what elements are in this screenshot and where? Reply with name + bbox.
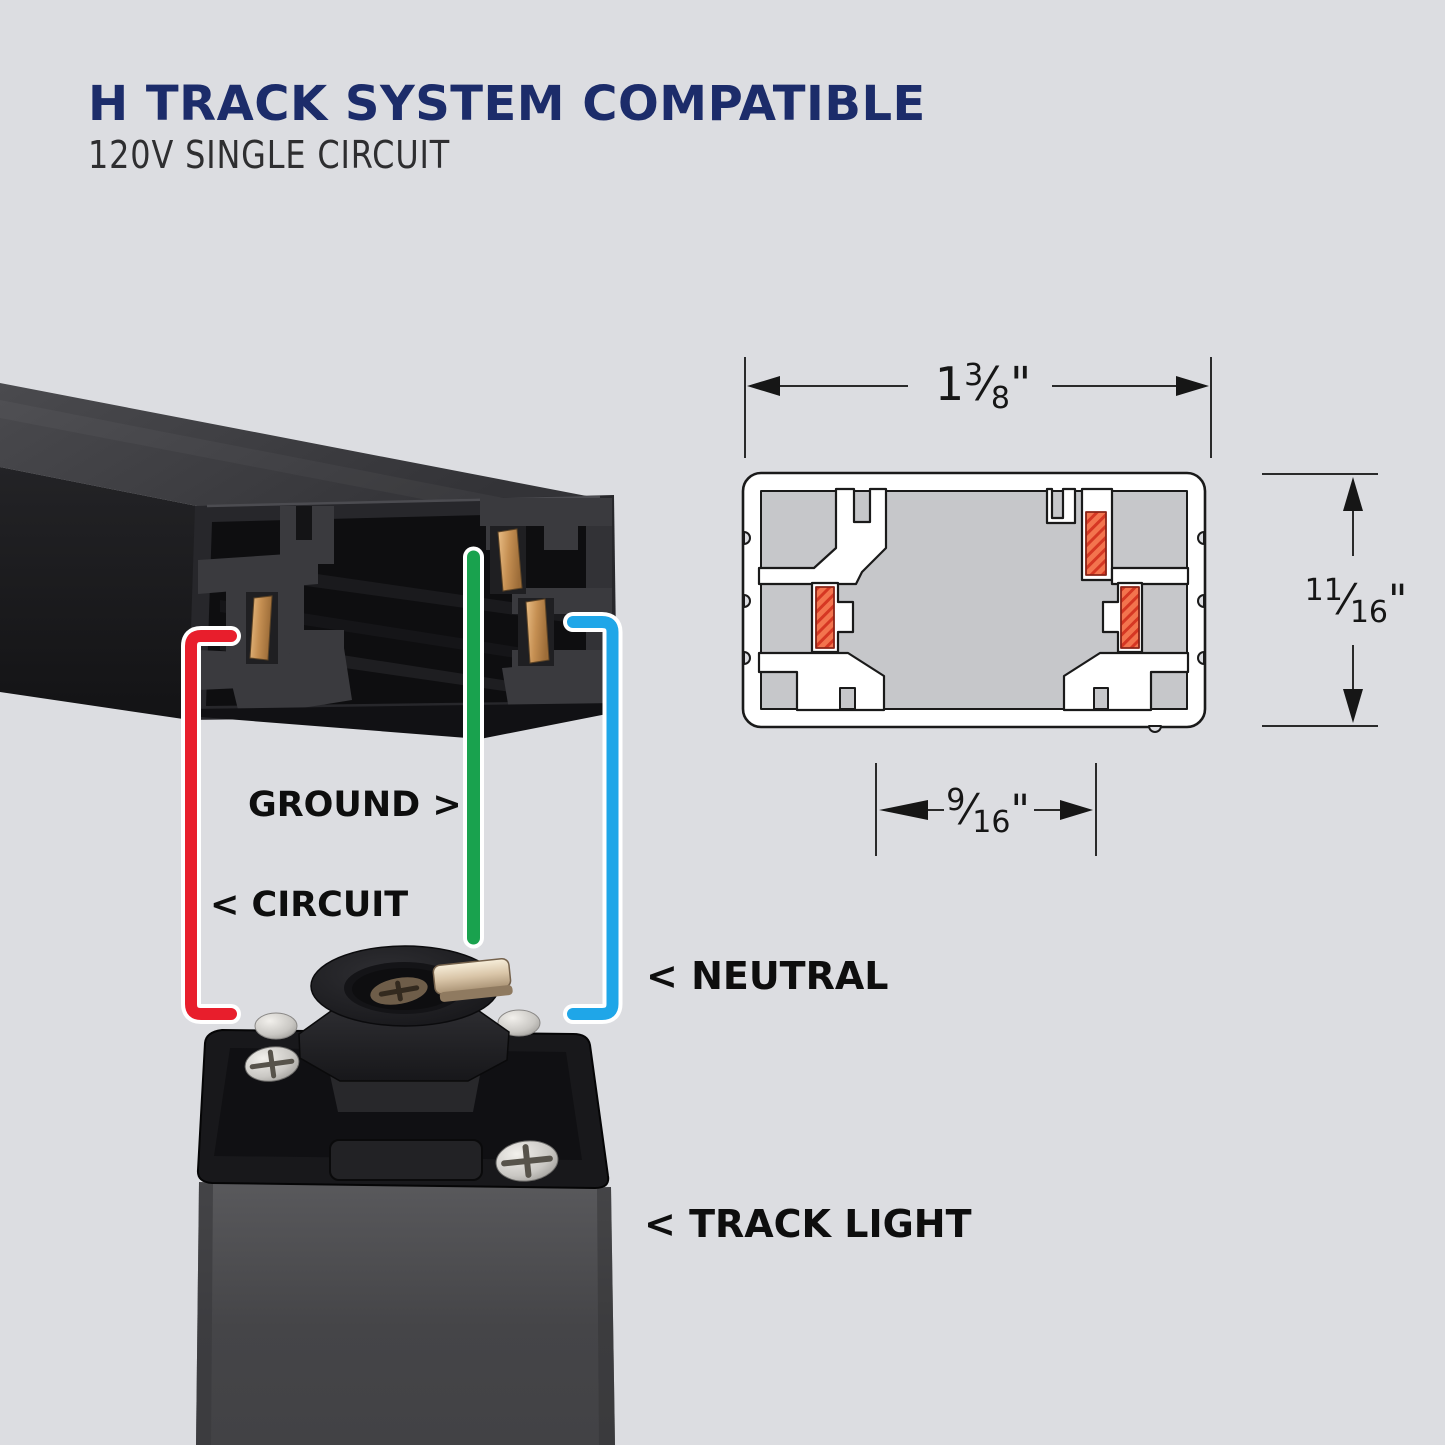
circuit-line [181,626,241,1024]
svg-text:13⁄8": 13⁄8" [935,357,1031,416]
screw-icon [244,1046,300,1082]
dimension-slot: 9⁄16" [875,763,1097,856]
rotor-screw-icon [370,977,428,1005]
svg-text:11⁄16": 11⁄16" [1305,573,1408,630]
label-neutral: < NEUTRAL [646,954,889,998]
neutral-line [563,612,623,1024]
page-title: H TRACK SYSTEM COMPATIBLE [88,76,926,132]
cross-section-diagram [741,471,1207,733]
wiring-lines [181,546,623,1024]
conductor-right-top [1085,511,1107,576]
svg-text:9⁄16": 9⁄16" [946,783,1030,840]
page-subtitle: 120V SINGLE CIRCUIT [88,133,451,177]
conductor-right-mid [1120,586,1140,649]
dimension-width: 13⁄8" [744,357,1212,458]
brass-contact-tab [432,957,513,1002]
contact-disc [254,1012,298,1040]
track-light-adapter-render [196,945,615,1445]
contact-disc [497,1009,541,1037]
screw-icon [495,1140,559,1182]
conductor-left [815,586,835,649]
label-ground: GROUND > [248,785,462,825]
label-circuit: < CIRCUIT [210,885,409,925]
label-track-light: < TRACK LIGHT [644,1202,972,1246]
track-rail-render [0,383,617,739]
dimension-height: 11⁄16" [1262,473,1408,727]
